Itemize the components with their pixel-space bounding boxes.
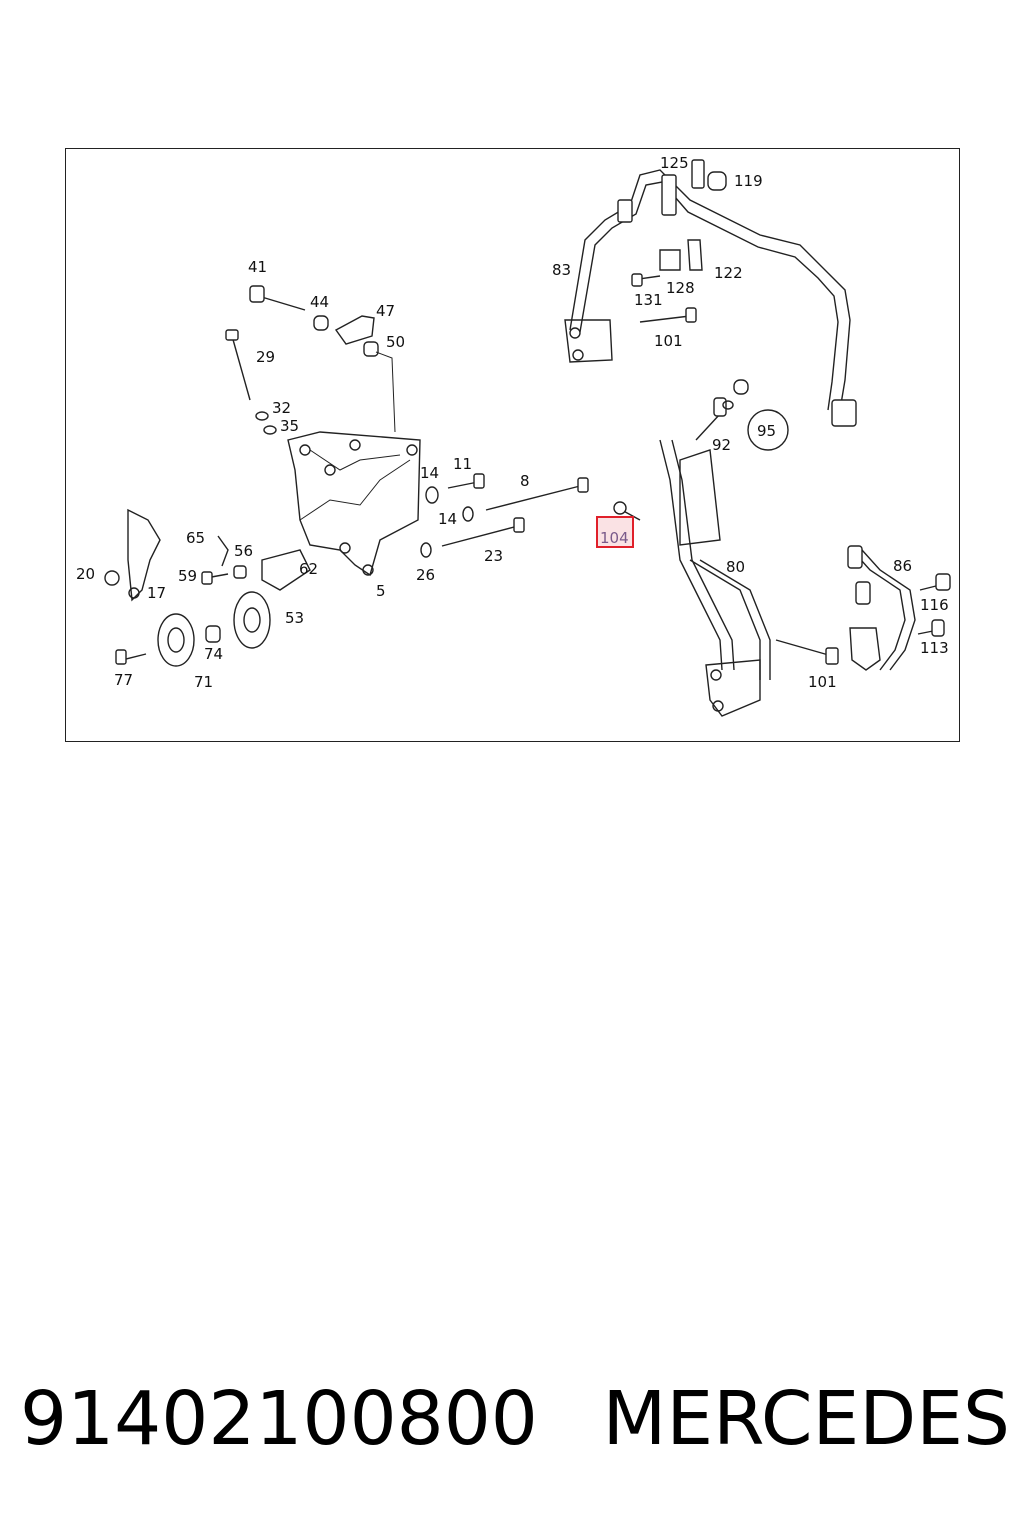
callout-128: 128	[666, 279, 695, 297]
diagram-frame	[65, 148, 960, 742]
pipe-assembly-86	[847, 545, 951, 671]
callout-14: 14	[420, 464, 439, 482]
tube-assembly-83	[564, 159, 857, 427]
callout-53: 53	[285, 609, 304, 627]
part-number: 91402100800	[20, 1376, 538, 1462]
callout-26: 26	[416, 566, 435, 584]
callout-44: 44	[310, 293, 329, 311]
callout-35: 35	[280, 417, 299, 435]
callout-92: 92	[712, 436, 731, 454]
bolts-center	[420, 473, 589, 558]
callout-131: 131	[634, 291, 663, 309]
pulley-assembly	[104, 508, 311, 667]
callout-50: 50	[386, 333, 405, 351]
callout-5: 5	[376, 582, 386, 600]
callout-17: 17	[147, 584, 166, 602]
callout-104: 104	[600, 529, 629, 547]
callout-65: 65	[186, 529, 205, 547]
callout-59: 59	[178, 567, 197, 585]
callout-95: 95	[757, 422, 776, 440]
callout-125: 125	[660, 154, 689, 172]
callout-23: 23	[484, 547, 503, 565]
callout-83: 83	[552, 261, 571, 279]
callout-77: 77	[114, 671, 133, 689]
pipe-assembly-80	[659, 379, 839, 717]
callout-20: 20	[76, 565, 95, 583]
callout-14: 14	[438, 510, 457, 528]
callout-41: 41	[248, 258, 267, 276]
callout-95-circle	[747, 409, 789, 451]
callout-113: 113	[920, 639, 949, 657]
footer: 91402100800 MERCEDES	[20, 1376, 1010, 1466]
callout-116: 116	[920, 596, 949, 614]
callout-119: 119	[734, 172, 763, 190]
callout-71: 71	[194, 673, 213, 691]
callout-74: 74	[204, 645, 223, 663]
part-104	[613, 501, 641, 521]
callout-62: 62	[299, 560, 318, 578]
callout-101: 101	[654, 332, 683, 350]
brand-name: MERCEDES	[602, 1376, 1010, 1462]
callout-80: 80	[726, 558, 745, 576]
bracket-assembly-5	[225, 285, 421, 577]
callout-8: 8	[520, 472, 530, 490]
callout-47: 47	[376, 302, 395, 320]
callout-86: 86	[893, 557, 912, 575]
highlight-box	[596, 516, 634, 548]
callout-122: 122	[714, 264, 743, 282]
callout-101: 101	[808, 673, 837, 691]
callout-29: 29	[256, 348, 275, 366]
callout-56: 56	[234, 542, 253, 560]
callout-11: 11	[453, 455, 472, 473]
callout-32: 32	[272, 399, 291, 417]
